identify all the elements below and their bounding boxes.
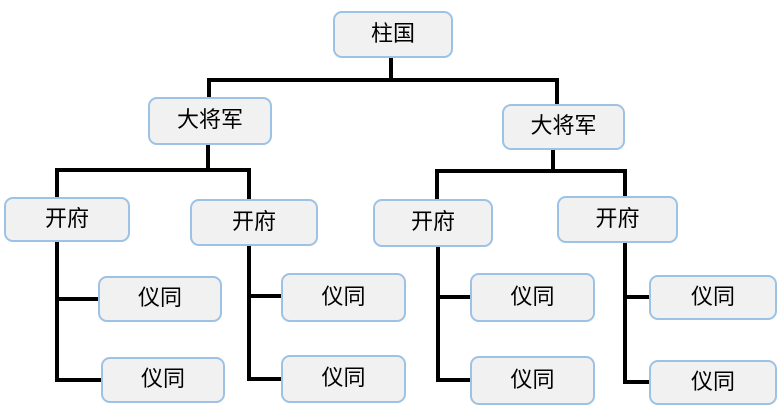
connector-general-right-to-kaifu bbox=[435, 169, 627, 199]
node-yitong-1a: 仪同 bbox=[98, 276, 222, 322]
connector-kaifu-3-rail bbox=[436, 246, 470, 382]
node-dajiangjun-left: 大将军 bbox=[148, 97, 272, 145]
node-yitong-2a: 仪同 bbox=[281, 273, 406, 322]
node-kaifu-4: 开府 bbox=[557, 196, 678, 243]
connector-root-to-generals bbox=[207, 78, 559, 104]
node-yitong-4b: 仪同 bbox=[649, 360, 777, 405]
connector-general-left-to-kaifu bbox=[55, 168, 251, 199]
node-yitong-3a: 仪同 bbox=[470, 273, 595, 322]
node-kaifu-1: 开府 bbox=[4, 197, 130, 242]
node-yitong-4a: 仪同 bbox=[649, 275, 777, 320]
node-yitong-3b: 仪同 bbox=[470, 356, 595, 405]
node-yitong-1b: 仪同 bbox=[101, 357, 225, 403]
node-yitong-2b: 仪同 bbox=[281, 355, 406, 403]
node-kaifu-3: 开府 bbox=[373, 199, 493, 247]
node-dajiangjun-right: 大将军 bbox=[502, 104, 625, 150]
node-kaifu-2: 开府 bbox=[190, 199, 318, 246]
connector-kaifu-2-rail bbox=[247, 245, 281, 381]
node-zhuguo: 柱国 bbox=[333, 11, 453, 58]
connector-kaifu-4-rail bbox=[623, 242, 649, 384]
connector-kaifu-1-rail bbox=[55, 241, 101, 382]
